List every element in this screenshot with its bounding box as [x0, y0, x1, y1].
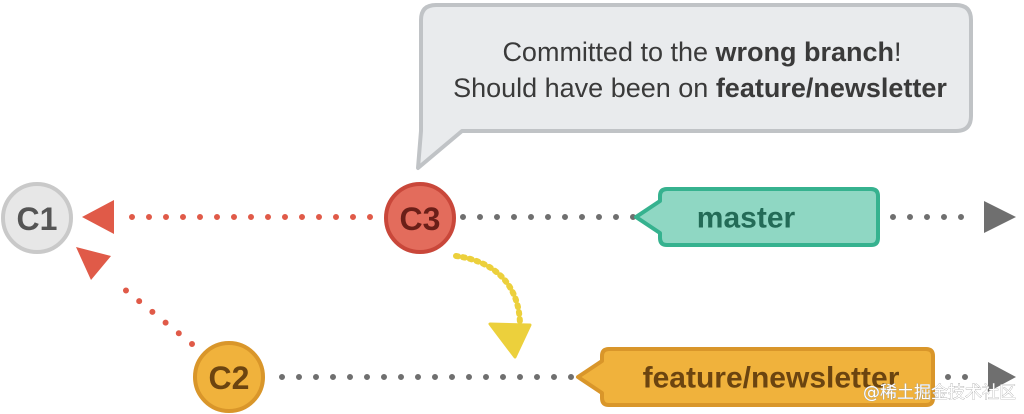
edge-master-onward: [890, 201, 1016, 233]
callout-line-2: Should have been on feature/newsletter: [453, 73, 947, 103]
branch-tag-feature-newsletter: feature/newsletter: [576, 347, 935, 407]
callout-bubble: Committed to the wrong branch! Should ha…: [416, 3, 973, 170]
callout-line-1: Committed to the wrong branch!: [502, 37, 901, 67]
branch-tag-master: master: [634, 187, 880, 247]
callout-shape: [416, 3, 973, 170]
move-commit-arrow: [453, 253, 532, 359]
commit-c3: C3: [384, 182, 456, 254]
commit-c1: C1: [1, 182, 73, 254]
edge-feature-onward: [945, 362, 1016, 392]
commit-c1-label: C1: [17, 201, 58, 237]
branch-master-label: master: [697, 202, 796, 235]
watermark-text: @稀土掘金技术社区: [863, 383, 1016, 403]
edge-c3-to-c1: [82, 200, 373, 234]
edge-c2-to-c1: [76, 247, 195, 347]
commit-c3-label: C3: [400, 201, 441, 237]
branch-feature-label: feature/newsletter: [643, 362, 900, 395]
commit-c2: C2: [193, 341, 265, 413]
arrowhead-master-right: [984, 201, 1016, 233]
arrowhead-c2-to-c1: [76, 247, 111, 280]
arrowhead-feature-right: [988, 362, 1016, 392]
arrowhead-to-c1: [82, 200, 114, 234]
commit-c2-label: C2: [209, 360, 250, 396]
